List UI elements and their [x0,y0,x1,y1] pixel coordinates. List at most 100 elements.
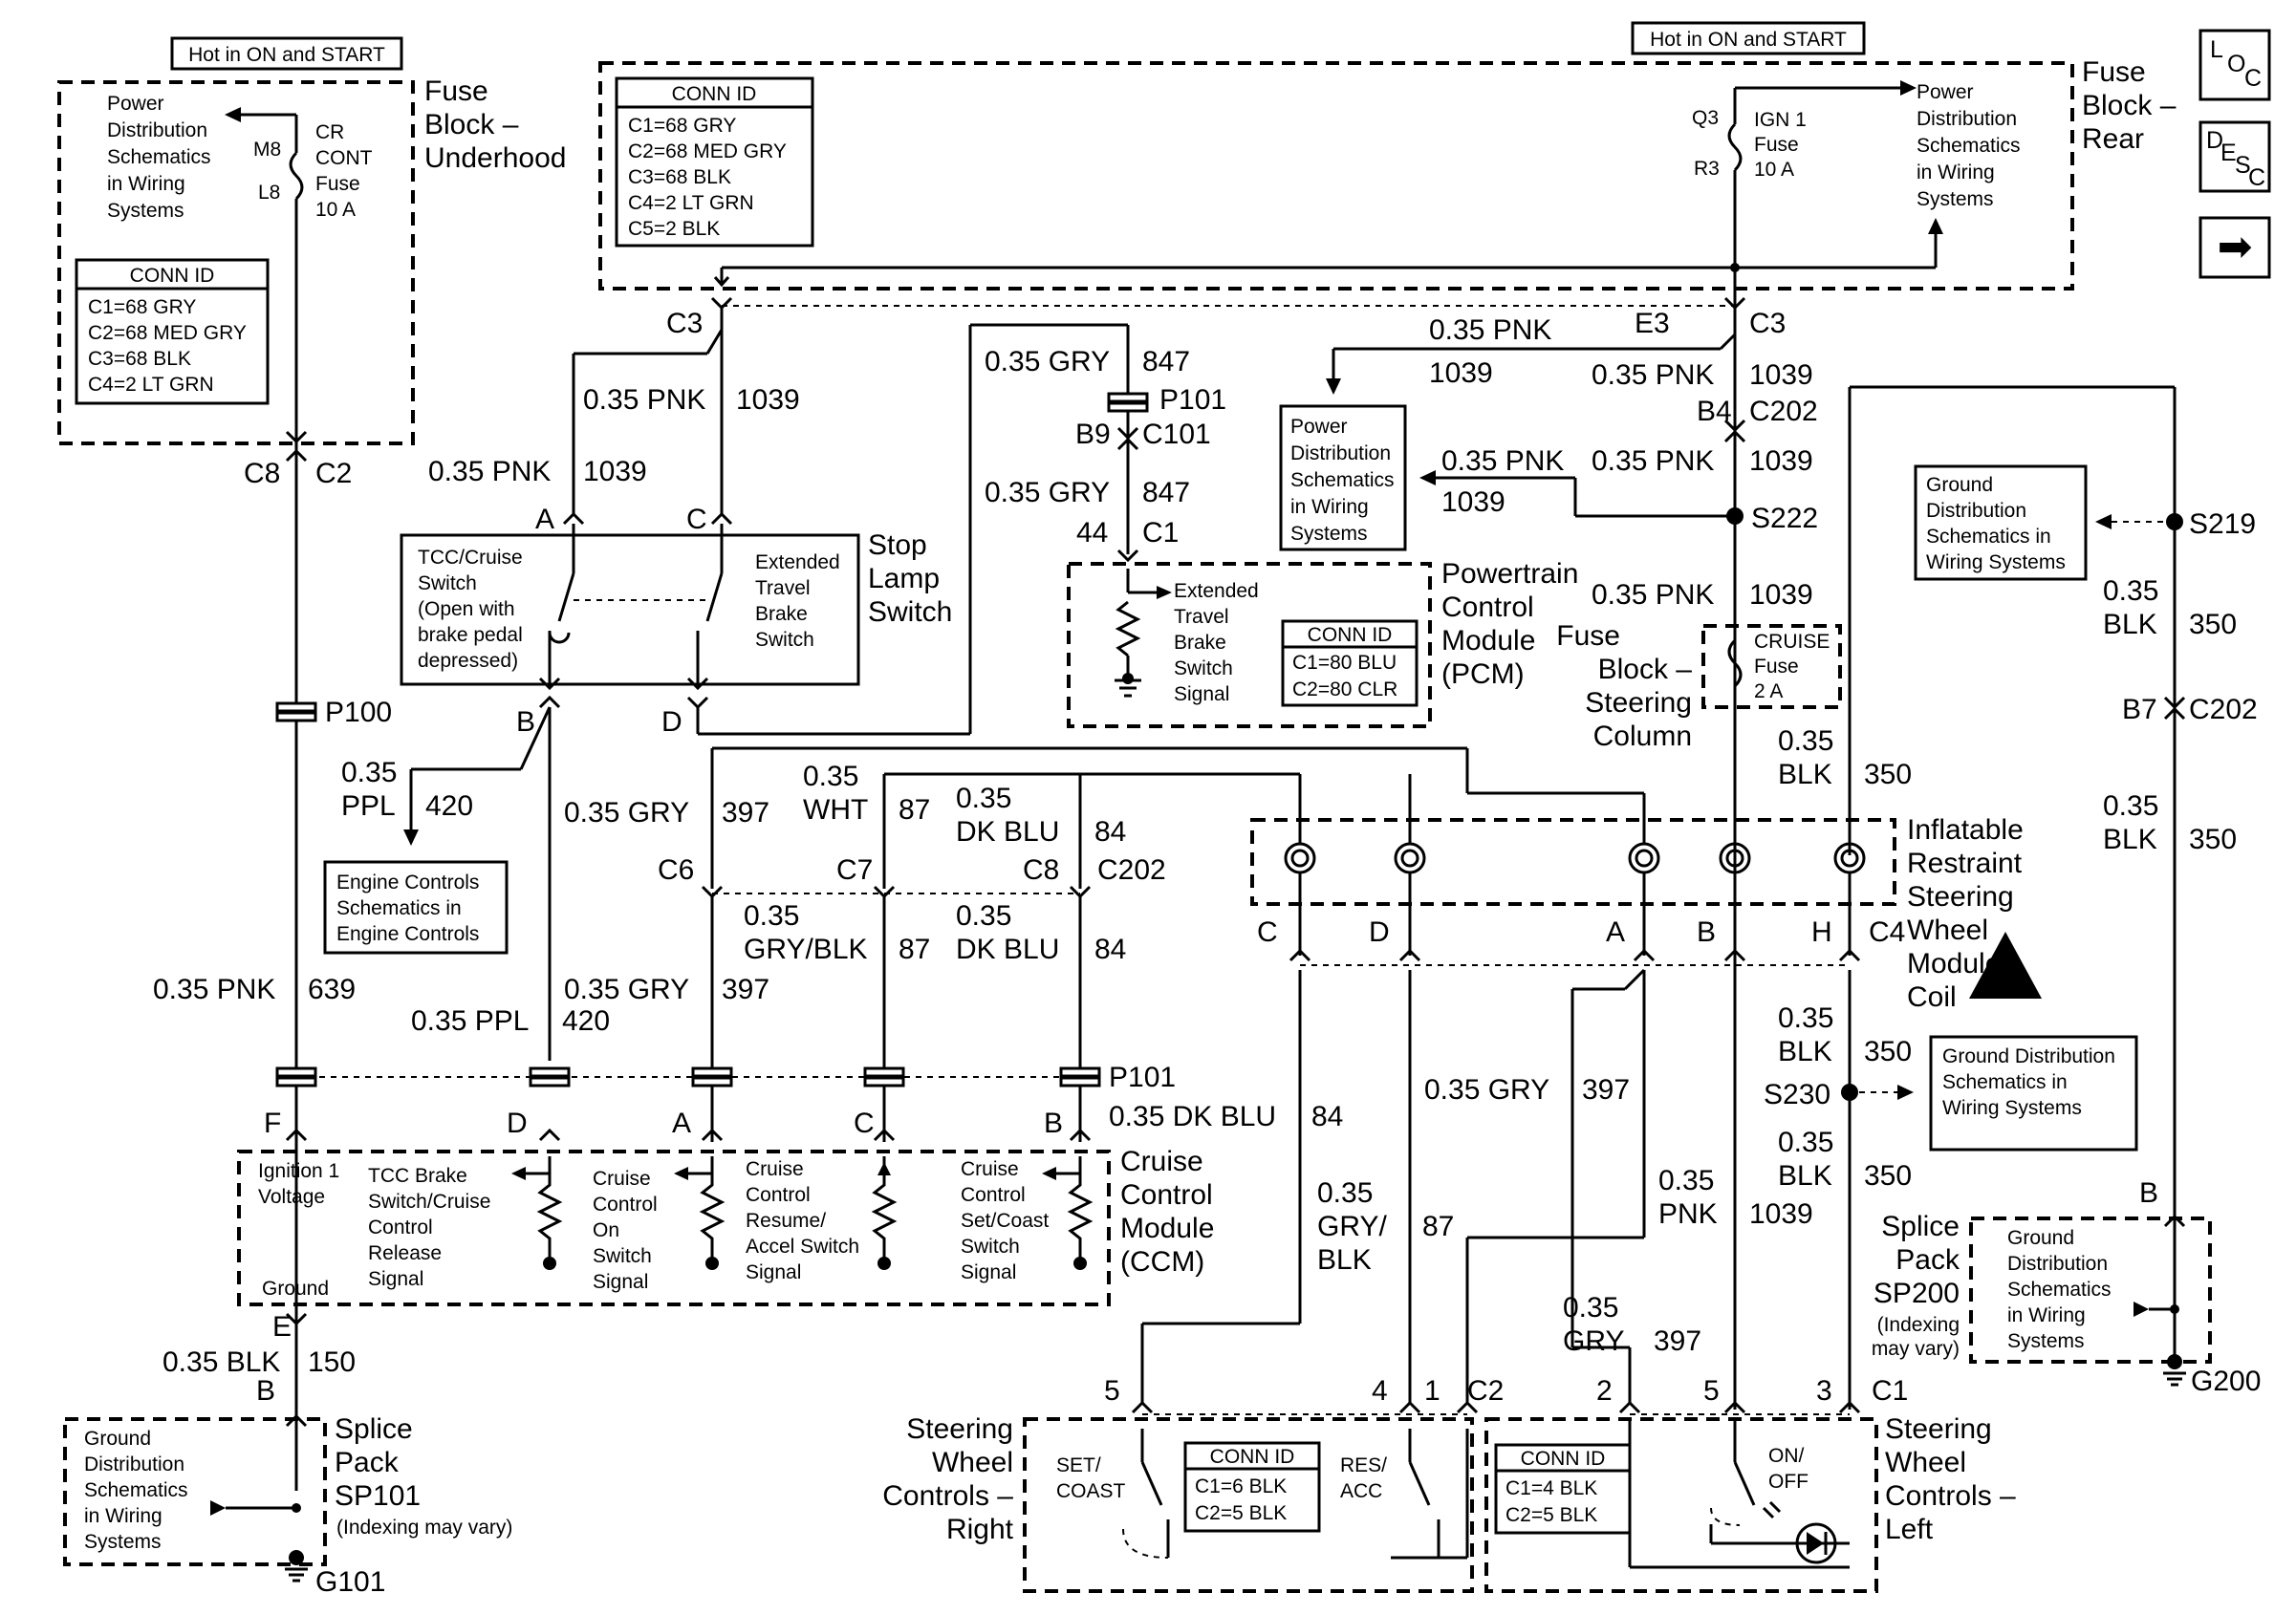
svg-text:5: 5 [1104,1375,1120,1407]
svg-text:2 A: 2 A [1754,680,1783,702]
svg-text:Steering: Steering [1885,1413,1992,1445]
description-nav-button[interactable]: D E S C [2199,120,2271,193]
svg-text:Cruise: Cruise [961,1158,1019,1180]
wire-dkblu-84-c: 0.35 DK BLU [1109,1101,1276,1132]
wire-blk-350-c: 0.35 [1778,725,1833,757]
svg-text:Signal: Signal [593,1271,648,1293]
svg-text:10 A: 10 A [315,199,356,221]
swc-right-outline [1023,1417,1474,1593]
pcm-label: Powertrain Control Module (PCM) [1441,558,1578,690]
svg-text:397: 397 [722,974,769,1005]
svg-text:in Wiring: in Wiring [84,1505,162,1527]
svg-text:Controls –: Controls – [882,1480,1013,1512]
c202-b-label: C202 [1097,854,1166,886]
p100-connector [275,701,317,713]
svg-text:420: 420 [562,1005,610,1037]
next-page-arrow-button[interactable]: ➡ [2199,216,2271,279]
svg-text:1039: 1039 [736,384,800,416]
svg-text:BLK: BLK [1778,1036,1832,1067]
svg-text:TCC Brake: TCC Brake [368,1165,467,1187]
svg-text:C2=68 MED GRY: C2=68 MED GRY [628,140,787,162]
svg-text:C1=68 GRY: C1=68 GRY [88,296,196,318]
svg-text:TCC/Cruise: TCC/Cruise [418,547,523,569]
svg-text:Signal: Signal [746,1261,801,1283]
svg-text:2: 2 [1596,1375,1613,1407]
svg-text:C4=2 LT GRN: C4=2 LT GRN [628,192,754,214]
conn-id-table-swc-left: CONN ID C1=4 BLK C2=5 BLK [1494,1443,1632,1535]
svg-text:Ground: Ground [1926,474,1993,496]
wire-pnk-1039-d: 0.35 PNK [1441,445,1564,477]
svg-text:Extended: Extended [755,551,840,573]
svg-text:397: 397 [1654,1325,1701,1357]
svg-text:Stop: Stop [868,529,927,561]
svg-text:Systems: Systems [107,200,184,222]
svg-text:(Indexing may vary): (Indexing may vary) [336,1517,512,1539]
s222-label: S222 [1751,503,1818,534]
wire-pnk-1039-g: 0.35 [1658,1165,1714,1196]
svg-text:(Indexing: (Indexing [1877,1314,1960,1336]
c2-right-label: C2 [1467,1375,1504,1407]
svg-text:BLK: BLK [2103,609,2157,640]
svg-text:Travel: Travel [1174,606,1229,628]
svg-text:Cruise: Cruise [593,1168,651,1190]
svg-text:Accel Switch: Accel Switch [746,1236,859,1258]
svg-text:Block –: Block – [1598,654,1693,685]
ground-dist-s219-box [1914,464,2088,581]
sp101-outline [63,1417,327,1566]
s222-splice [1726,507,1744,525]
c202-a-label: C202 [1749,396,1818,427]
c8-label: C8 [244,458,280,489]
p100-label: P100 [325,697,392,728]
svg-text:E: E [2220,140,2237,166]
svg-text:Splice: Splice [335,1413,413,1445]
wire-gry-397-b: 0.35 GRY [564,974,689,1005]
svg-text:Switch: Switch [868,596,952,628]
svg-text:CRUISE: CRUISE [1754,631,1830,653]
svg-text:PNK: PNK [1658,1198,1718,1230]
svg-text:GRY/: GRY/ [1317,1211,1387,1242]
location-nav-button[interactable]: L O C [2199,29,2271,101]
svg-text:Power: Power [107,93,164,115]
svg-text:CONT: CONT [315,147,373,169]
ccm-ignition-voltage-label: Ignition 1 Voltage [258,1160,339,1208]
svg-text:B: B [256,1375,275,1407]
svg-text:Lamp: Lamp [868,563,940,594]
wire-gry-397-a: 0.35 GRY [564,797,689,829]
stop-lamp-switch-label: Stop Lamp Switch [868,529,952,628]
svg-text:Distribution: Distribution [2007,1253,2108,1275]
airbag-coil-label: Inflatable Restraint Steering Wheel Modu… [1907,814,2024,1013]
svg-text:Column: Column [1593,721,1692,752]
extended-travel-brake-switch-signal-label: Extended Travel Brake Switch Signal [1174,580,1259,705]
svg-text:847: 847 [1142,346,1190,377]
svg-text:Signal: Signal [961,1261,1016,1283]
wire-gry-397-d: 0.35 [1563,1292,1618,1324]
svg-text:847: 847 [1142,477,1190,508]
svg-text:O: O [2227,51,2245,77]
svg-text:Control: Control [368,1217,433,1238]
svg-text:C4=2 LT GRN: C4=2 LT GRN [88,374,214,396]
svg-text:A: A [535,504,554,535]
p101-mid-label: P101 [1109,1062,1176,1093]
wire-dkblu-84-b: 0.35 [956,900,1011,932]
wire-gryblk-87-c: 0.35 [1317,1177,1373,1209]
svg-text:Steering: Steering [1907,881,2014,913]
svg-text:Wiring Systems: Wiring Systems [1926,551,2066,573]
svg-text:C: C [2244,65,2262,92]
svg-text:C2=5 BLK: C2=5 BLK [1505,1504,1597,1526]
svg-text:Schematics: Schematics [1290,469,1395,491]
g101-label: G101 [315,1566,385,1598]
svg-text:Left: Left [1885,1514,1934,1545]
svg-text:C2=68 MED GRY: C2=68 MED GRY [88,322,247,344]
svg-text:1039: 1039 [583,456,647,487]
fuse-block-rear-outline [598,61,2074,291]
svg-text:Schematics: Schematics [84,1479,188,1501]
sp200-outline [1969,1217,2212,1364]
svg-text:Set/Coast: Set/Coast [961,1210,1049,1232]
svg-text:Control: Control [961,1184,1026,1206]
svg-text:A: A [672,1108,691,1139]
svg-text:350: 350 [2189,824,2237,855]
svg-text:Wheel: Wheel [932,1447,1013,1478]
q3-label: Q3 [1692,107,1719,129]
svg-text:Distribution: Distribution [1290,442,1391,464]
